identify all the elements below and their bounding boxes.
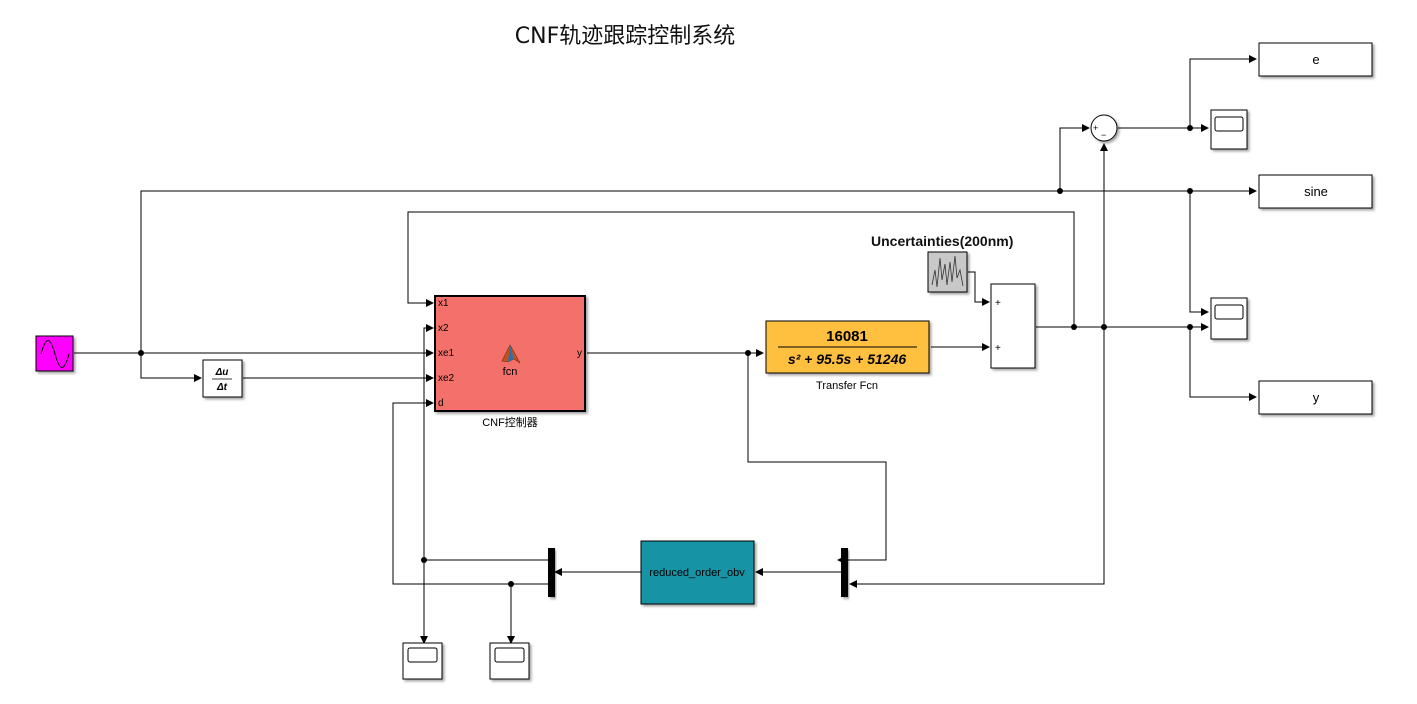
line-demux-x2	[423, 324, 549, 561]
controller-block[interactable]: x1 x2 xe1 xe2 d y fcn	[434, 295, 586, 412]
uncertainties-label: Uncertainties(200nm)	[871, 233, 1014, 249]
tf-denominator: s² + 95.5s + 51246	[788, 351, 907, 367]
controller-port-xe2: xe2	[438, 373, 455, 384]
line-sine-to-scope	[1189, 191, 1209, 316]
random-signal-icon	[931, 255, 964, 288]
sum-sub-sign-2: −	[1101, 130, 1106, 140]
controller-fcn-label: fcn	[503, 366, 518, 378]
line-ref-to-sum-sub	[1059, 124, 1090, 191]
sum-add-sign-2: +	[995, 343, 1001, 354]
observer-label: reduced_order_obv	[649, 567, 745, 579]
transfer-fcn-block[interactable]: 16081 s² + 95.5s + 51246	[765, 320, 930, 374]
line-sine-reference	[140, 187, 1257, 353]
derivative-den: Δt	[216, 382, 228, 393]
line-y-to-mux-right	[849, 327, 1105, 588]
line-u-to-mux-right	[747, 353, 887, 564]
controller-port-y: y	[577, 348, 582, 359]
outport-y[interactable]: y	[1258, 380, 1373, 415]
controller-port-xe1: xe1	[438, 348, 455, 359]
sine-wave-icon	[40, 340, 70, 368]
scope-screen-icon	[1214, 116, 1244, 132]
sum-sub-sign-1: +	[1093, 123, 1098, 133]
sine-wave-block[interactable]	[35, 335, 74, 372]
sum-subtract-block[interactable]: + −	[1090, 114, 1118, 142]
line-y-feedback-x1	[407, 211, 1075, 327]
scope-x2[interactable]	[402, 642, 443, 680]
scope-error[interactable]	[1210, 109, 1248, 150]
signal-lines	[74, 55, 1257, 644]
line-demux-d	[392, 399, 549, 585]
tf-numerator: 16081	[826, 328, 868, 345]
derivative-num: Δu	[215, 367, 229, 378]
outport-e-label: e	[1312, 52, 1319, 67]
line-noise-to-sum	[968, 271, 990, 306]
matlab-function-icon	[501, 344, 521, 364]
sum-add-block[interactable]: + +	[990, 283, 1036, 369]
scope-screen-icon	[494, 647, 525, 663]
scope-d[interactable]	[489, 642, 530, 680]
outport-sine-label: sine	[1304, 184, 1328, 199]
demux-block[interactable]	[548, 548, 555, 597]
outport-e[interactable]: e	[1258, 42, 1373, 77]
line-y-to-outport	[1189, 327, 1257, 401]
tf-caption: Transfer Fcn	[816, 380, 878, 392]
controller-port-x1: x1	[438, 298, 449, 309]
uncertainties-source-block[interactable]	[927, 251, 968, 293]
junction-dots	[138, 125, 1193, 587]
line-to-derivative	[140, 353, 202, 382]
scope-output[interactable]	[1210, 297, 1248, 340]
diagram-title: CNF轨迹跟踪控制系统	[514, 24, 736, 49]
mux-block[interactable]	[841, 548, 848, 597]
line-error-to-outport	[1189, 55, 1257, 128]
controller-port-d: d	[438, 398, 444, 409]
controller-port-x2: x2	[438, 323, 449, 334]
scope-screen-icon	[407, 647, 438, 663]
outport-sine[interactable]: sine	[1258, 174, 1373, 209]
observer-block[interactable]: reduced_order_obv	[640, 540, 755, 605]
derivative-block[interactable]: Δu Δt	[202, 359, 243, 398]
outport-y-label: y	[1313, 390, 1320, 405]
sum-add-sign-1: +	[995, 298, 1001, 309]
controller-caption: CNF控制器	[482, 415, 538, 429]
scope-screen-icon	[1214, 304, 1244, 320]
